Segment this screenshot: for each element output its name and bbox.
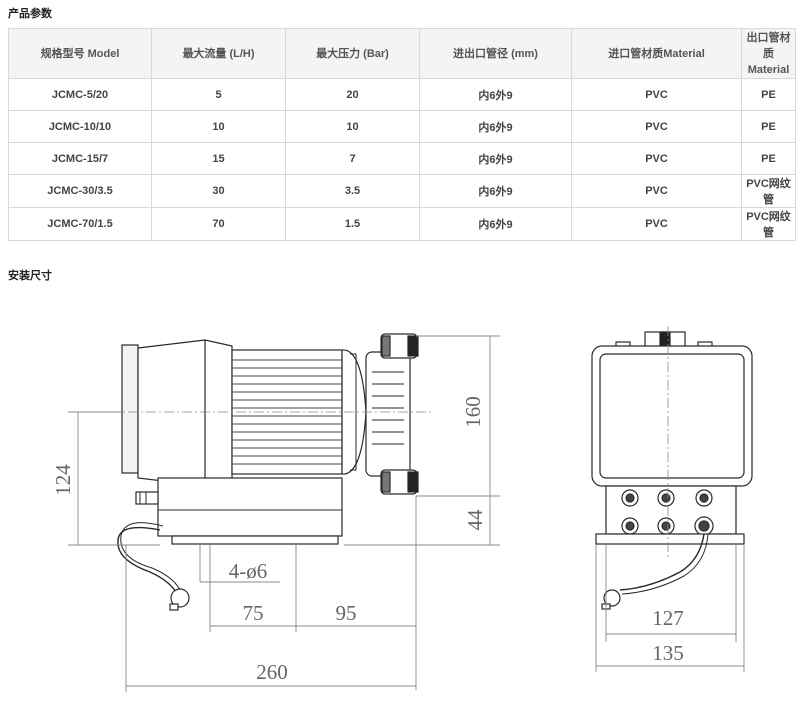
dim-spacing-75: 75 [243,601,264,625]
cell-inlet: PVC [571,110,742,143]
dim-width-127: 127 [652,606,684,630]
table-row: JCMC-70/1.5 70 1.5 内6外9 PVC PVC网纹管 [8,207,796,241]
front-view-dimensions [595,545,745,672]
table-row: JCMC-30/3.5 30 3.5 内6外9 PVC PVC网纹管 [8,174,796,208]
cell-outlet: PVC网纹管 [741,207,796,241]
dim-holes-4-phi6: 4-ø6 [229,559,268,583]
col-header-pressure: 最大压力 (Bar) [285,28,420,79]
table-row: JCMC-15/7 15 7 内6外9 PVC PE [8,142,796,175]
dim-height-160: 160 [461,396,485,428]
col-header-pipe-diameter: 进出口管径 (mm) [419,28,572,79]
cell-outlet: PVC网纹管 [741,174,796,208]
cell-pressure: 20 [285,78,420,111]
cell-outlet: PE [741,78,796,111]
cell-flow: 30 [151,174,286,208]
cell-flow: 10 [151,110,286,143]
front-view-pump [591,331,753,610]
side-view-dimensions [68,335,500,692]
cell-pressure: 1.5 [285,207,420,241]
cell-flow: 70 [151,207,286,241]
cell-pipe: 内6外9 [419,142,572,175]
dim-axis-124: 124 [51,464,75,496]
cell-pipe: 内6外9 [419,78,572,111]
cell-pipe: 内6外9 [419,207,572,241]
cell-flow: 15 [151,142,286,175]
cell-pipe: 内6外9 [419,174,572,208]
cell-inlet: PVC [571,207,742,241]
col-header-model: 规格型号 Model [8,28,152,79]
col-header-inlet-material: 进口管材质Material [571,28,742,79]
section-title-install: 安装尺寸 [8,270,52,282]
cell-model: JCMC-30/3.5 [8,174,152,208]
cell-inlet: PVC [571,142,742,175]
table-row: JCMC-10/10 10 10 内6外9 PVC PE [8,110,796,143]
col-header-flow: 最大流量 (L/H) [151,28,286,79]
outlet-header-text: 出口管材质 Material [746,31,791,76]
installation-drawing: 160 44 124 4-ø6 75 95 260 [51,326,753,692]
cell-pressure: 3.5 [285,174,420,208]
cell-pipe: 内6外9 [419,110,572,143]
table-row: JCMC-5/20 5 20 内6外9 PVC PE [8,78,796,111]
dim-width-135: 135 [652,641,684,665]
cell-model: JCMC-10/10 [8,110,152,143]
cell-outlet: PE [741,110,796,143]
dim-length-260: 260 [256,660,288,684]
dim-spacing-95: 95 [336,601,357,625]
section-title-params: 产品参数 [8,8,52,20]
dim-base-44: 44 [463,509,487,531]
col-header-outlet-material: 出口管材质 Material [741,28,796,79]
cell-model: JCMC-5/20 [8,78,152,111]
cell-model: JCMC-15/7 [8,142,152,175]
cell-inlet: PVC [571,78,742,111]
cell-model: JCMC-70/1.5 [8,207,152,241]
cell-outlet: PE [741,142,796,175]
table-header-row: 规格型号 Model 最大流量 (L/H) 最大压力 (Bar) 进出口管径 (… [8,28,796,79]
cell-inlet: PVC [571,174,742,208]
side-view-pump [117,333,419,611]
spec-table: 规格型号 Model 最大流量 (L/H) 最大压力 (Bar) 进出口管径 (… [8,28,796,241]
cell-pressure: 10 [285,110,420,143]
cell-flow: 5 [151,78,286,111]
cell-pressure: 7 [285,142,420,175]
